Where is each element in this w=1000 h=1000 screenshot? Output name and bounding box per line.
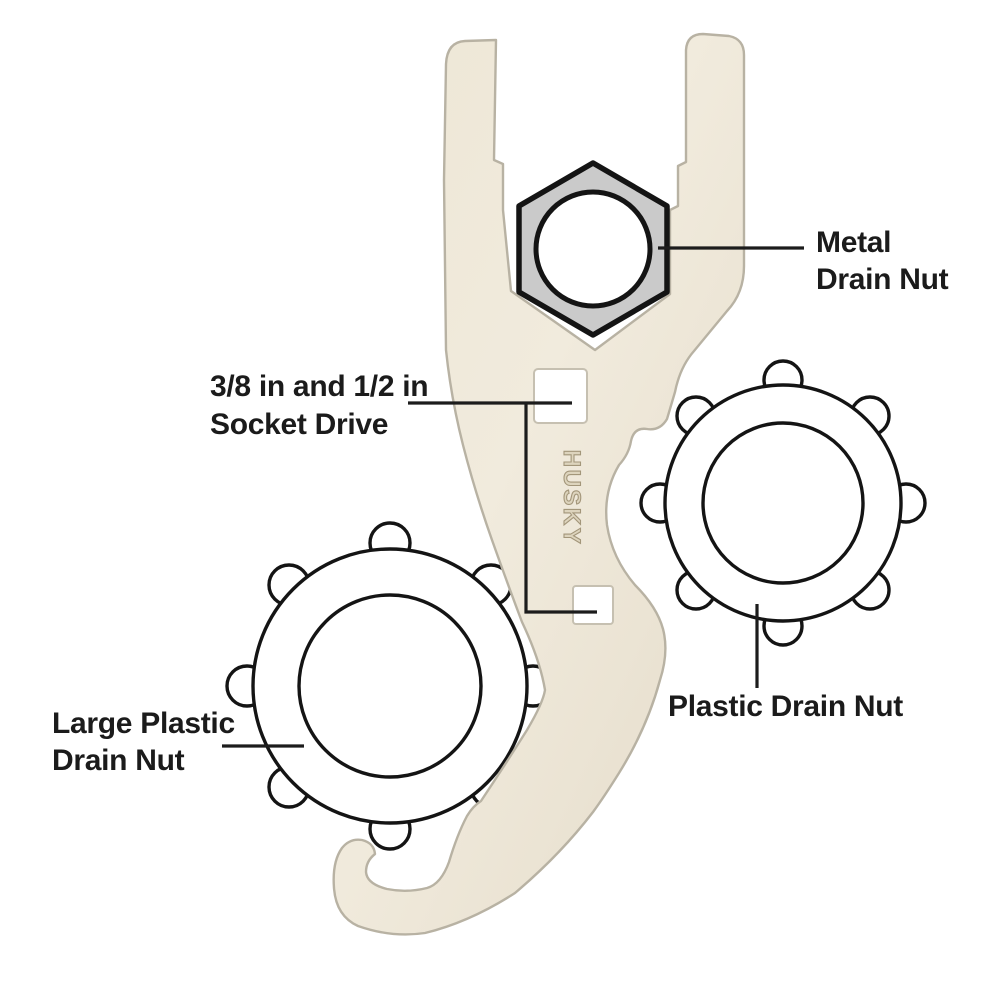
callout-plastic-drain-nut: Plastic Drain Nut — [668, 690, 904, 723]
large-plastic-drain-nut-gear — [225, 521, 555, 851]
callout-label-line: 3/8 in and 1/2 in — [210, 370, 428, 403]
metal-drain-nut-hole — [533, 189, 653, 309]
callout-metal-drain-nut: Metal Drain Nut — [816, 226, 949, 296]
callout-label-line: Metal — [816, 226, 891, 259]
socket-drive-leader-line — [408, 401, 597, 614]
socket-drive-hole-1-2 — [572, 585, 614, 625]
plastic-drain-nut-gear — [639, 359, 927, 647]
callout-label-line: Socket Drive — [210, 408, 388, 441]
callout-label-line: Large Plastic — [52, 707, 235, 740]
socket-drive-hole-3-8 — [533, 368, 588, 424]
callout-socket-drive: 3/8 in and 1/2 in Socket Drive — [210, 370, 429, 441]
callout-label-line: Drain Nut — [52, 744, 185, 777]
callout-label-line: Drain Nut — [816, 263, 949, 296]
wrench-body — [332, 32, 746, 936]
brand-embossed-text: HUSKY — [558, 450, 585, 547]
callout-large-plastic-drain-nut: Large Plastic Drain Nut — [52, 707, 235, 777]
callout-label-line: Plastic Drain Nut — [668, 690, 903, 723]
gear-inner-circle — [701, 421, 865, 585]
gear-inner-circle — [297, 593, 483, 779]
